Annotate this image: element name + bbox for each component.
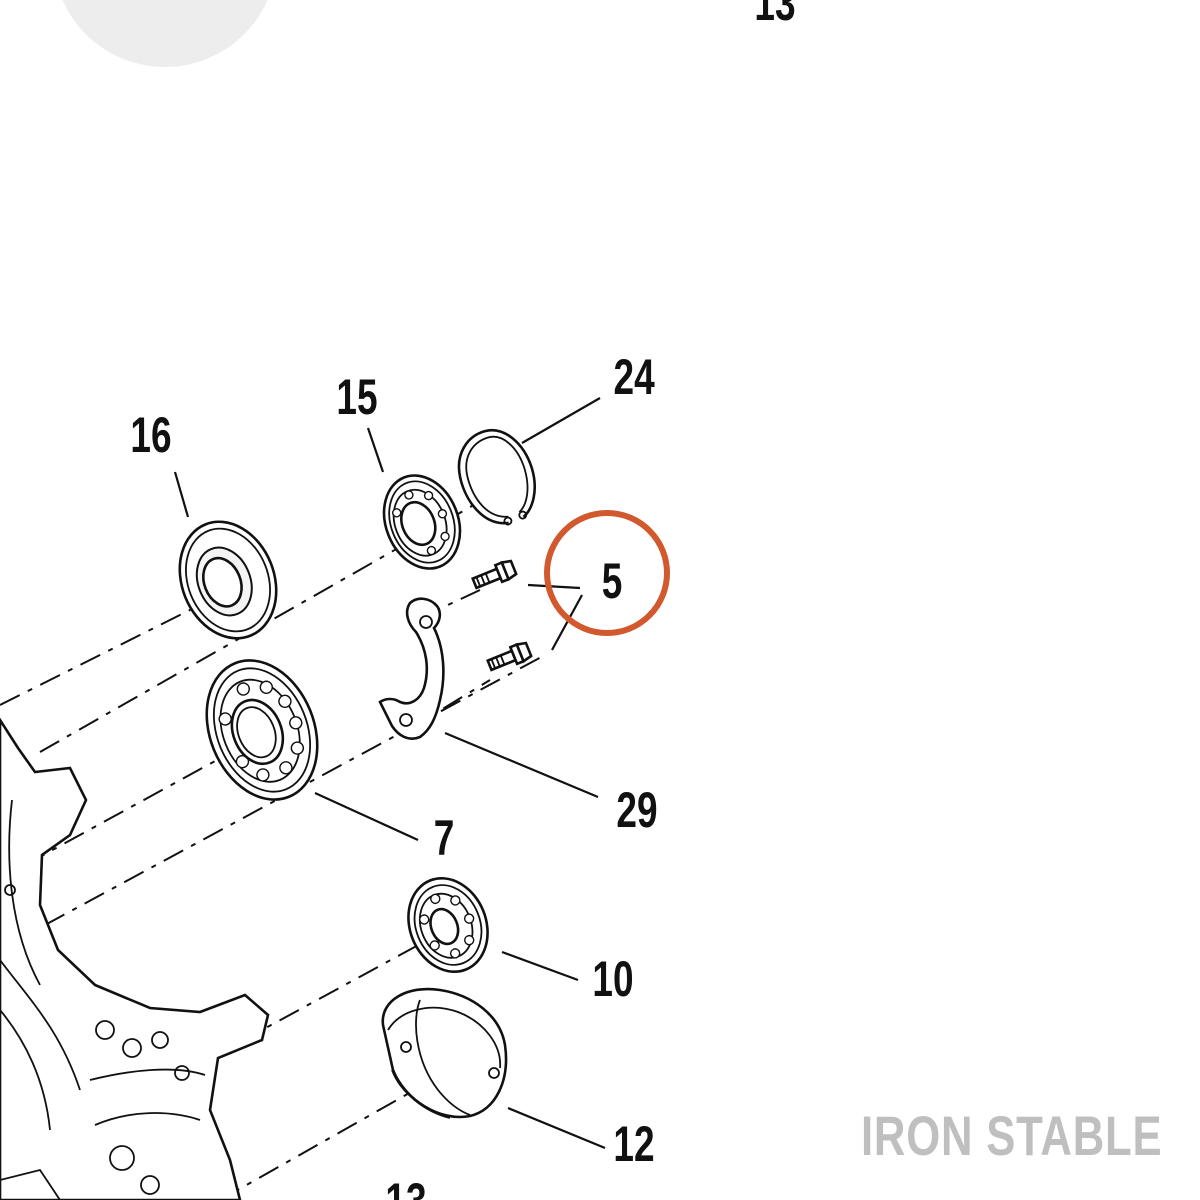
callout-7: 7 xyxy=(434,811,455,867)
sleeve-12 xyxy=(381,987,508,1119)
bearing-10 xyxy=(407,876,489,974)
bracket-29 xyxy=(378,597,445,740)
highlight-circle xyxy=(544,510,670,636)
brand-watermark: IRON STABLE xyxy=(860,1104,1162,1167)
circlip-24 xyxy=(457,428,536,526)
callout-12: 12 xyxy=(613,1117,654,1173)
callout-15: 15 xyxy=(336,370,377,426)
callout-24: 24 xyxy=(614,350,656,406)
bearing-15 xyxy=(382,474,462,570)
callout-5: 5 xyxy=(602,554,623,610)
callout-13-bottom: 13 xyxy=(385,1174,426,1200)
callout-29: 29 xyxy=(616,783,657,839)
bolt-5-upper xyxy=(471,559,518,590)
bolt-5-lower xyxy=(486,641,533,672)
gearbox-housing xyxy=(0,717,270,1200)
callout-16: 16 xyxy=(130,408,171,464)
callout-13-top: 13 xyxy=(754,0,795,31)
bearing-16 xyxy=(178,520,278,640)
leader-lines xyxy=(173,397,606,1150)
watermark-disc xyxy=(62,0,268,67)
callout-10: 10 xyxy=(592,952,633,1008)
bearing-7 xyxy=(205,659,319,801)
